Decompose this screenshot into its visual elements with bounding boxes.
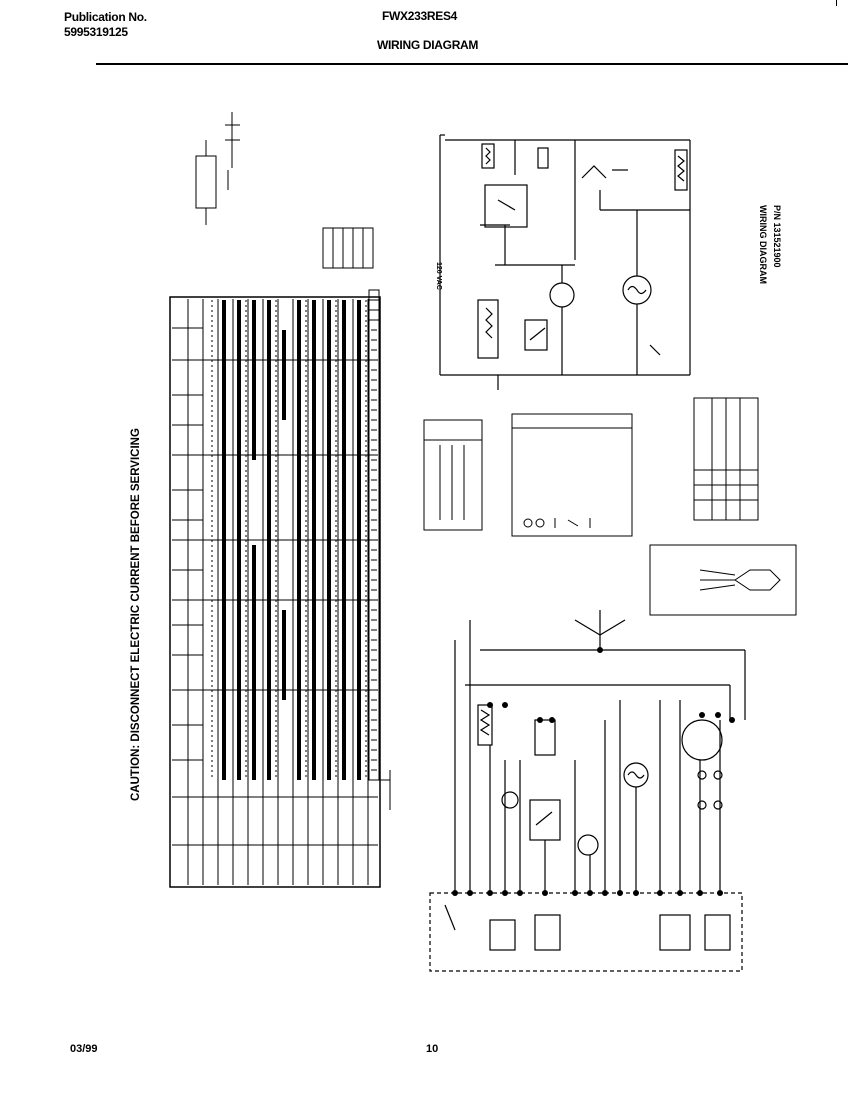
page-title: WIRING DIAGRAM (377, 38, 479, 52)
publication-number: 5995319125 (64, 25, 128, 39)
page-number: 10 (426, 1043, 439, 1055)
terminal-detail (649, 544, 797, 616)
header-rule (96, 63, 848, 65)
lower-schematic (429, 610, 746, 972)
switch-legend (195, 112, 240, 225)
cycle-increment-ticks (371, 329, 377, 771)
cycle-chart-dashes (211, 300, 367, 780)
motor-connector (423, 419, 483, 531)
component-chart (693, 397, 759, 521)
terminal-dots (452, 647, 735, 896)
upper-schematic (439, 134, 691, 390)
corner-tick (836, 0, 837, 6)
cycle-chart-bars (222, 300, 361, 780)
footer-date: 03/99 (70, 1043, 98, 1055)
cycle-chart (169, 296, 381, 888)
wire-legend (511, 413, 633, 537)
cycle-increments (368, 289, 391, 810)
increment-key (322, 227, 374, 269)
model-number: FWX233RES4 (382, 9, 458, 23)
publication-label: Publication No. (64, 10, 147, 24)
